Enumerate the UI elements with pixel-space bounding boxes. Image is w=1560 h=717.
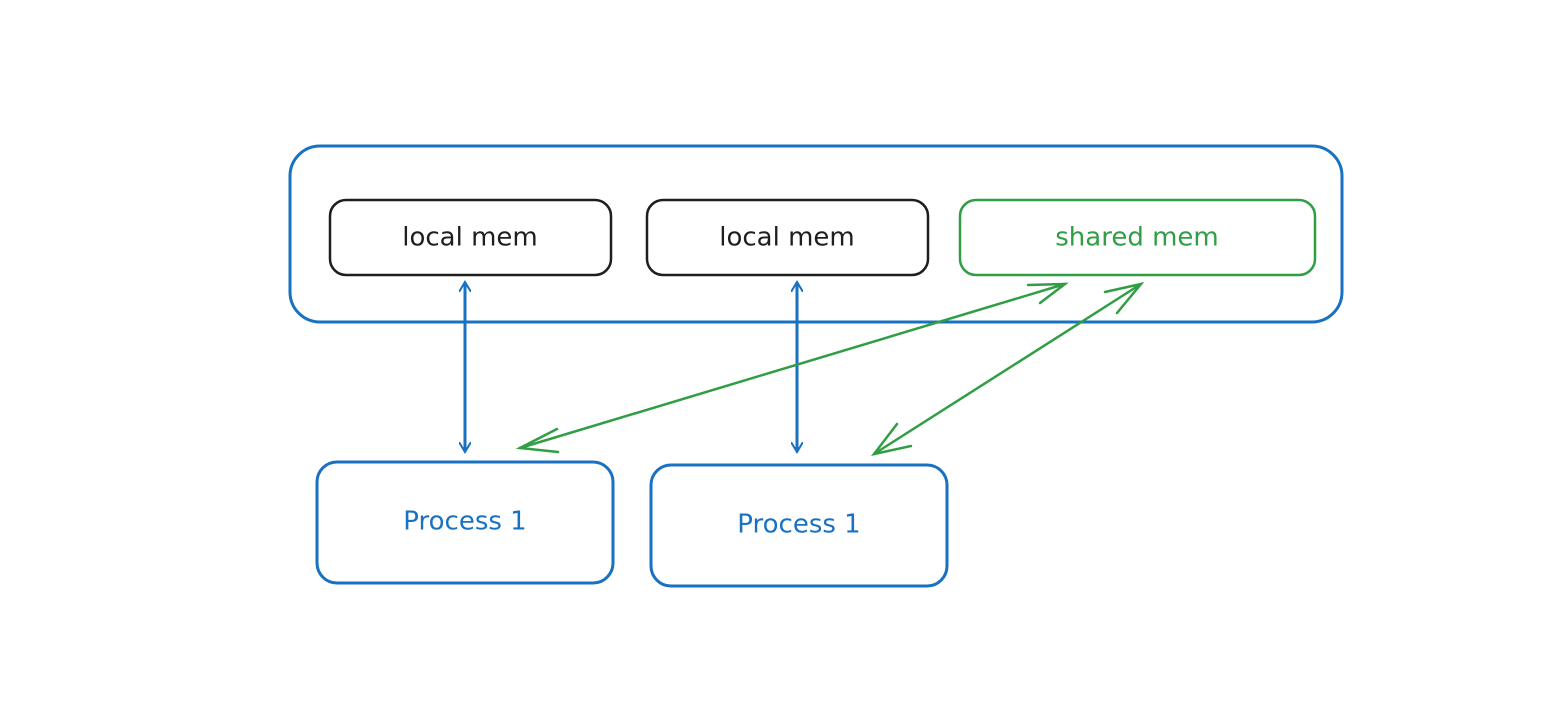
local-mem-label-2: local mem	[719, 223, 855, 253]
arrow-shared-mem-process-1	[515, 282, 1069, 454]
process-box-1[interactable]: Process 1	[315, 460, 615, 585]
local-mem-box-2[interactable]: local mem	[645, 198, 930, 277]
local-mem-box-1[interactable]: local mem	[328, 198, 613, 277]
shared-mem-box[interactable]: shared mem	[958, 198, 1317, 277]
local-mem-label-1: local mem	[402, 223, 538, 253]
process-box-2[interactable]: Process 1	[649, 463, 949, 588]
memory-container	[288, 144, 1344, 324]
process-label-1: Process 1	[403, 507, 526, 537]
arrow-shared-mem-process-2	[870, 281, 1145, 456]
shared-mem-label: shared mem	[1055, 223, 1219, 253]
process-label-2: Process 1	[737, 510, 860, 540]
